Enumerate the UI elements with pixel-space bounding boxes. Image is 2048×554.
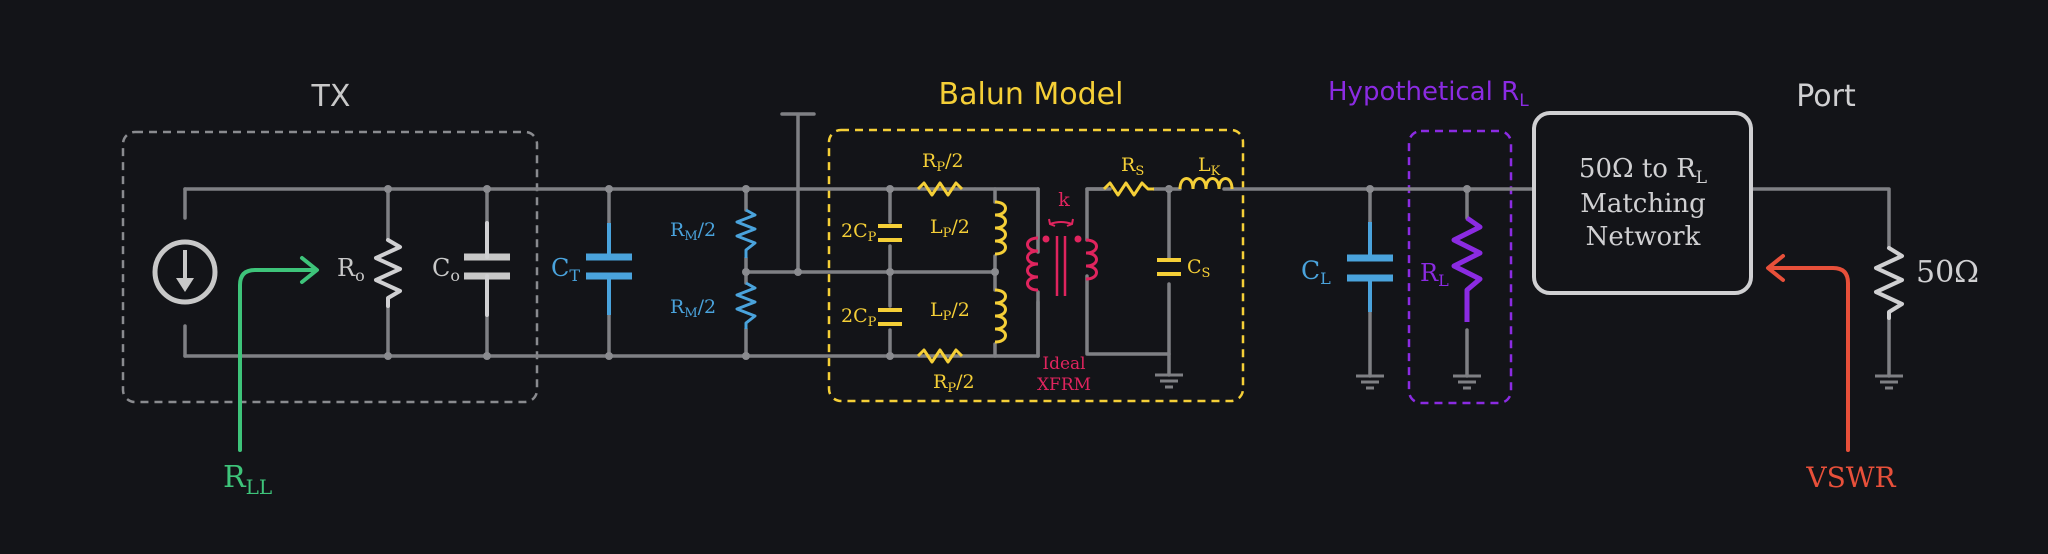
resistor-rm-top [735,208,757,258]
xfrm-label-1: Ideal [1042,354,1085,374]
ct-label: CT [551,254,580,285]
cs-label: CS [1187,256,1210,281]
resistor-ro [374,238,402,308]
port-title: Port [1796,79,1856,114]
50ohm-label: 50Ω [1916,255,1979,290]
2cp-top-label: 2CP [841,220,877,245]
matching-line-3: Network [1586,222,1701,252]
lk-label: LK [1198,154,1221,179]
lp-top-label: LP/2 [930,216,970,241]
cl-label: CL [1301,256,1331,288]
lp-bottom-label: LP/2 [930,299,970,324]
inductor-lp-top [994,200,1007,256]
tx-title: TX [311,79,351,114]
inductor-lp-bottom [994,288,1007,344]
rp-top-label: RP/2 [922,150,964,175]
resistor-rl [1451,193,1483,370]
rp-bottom-label: RP/2 [933,371,975,396]
rll-arrow [238,256,319,452]
rm-bottom-label: RM/2 [670,296,716,321]
ground-symbol-cs [1155,373,1183,389]
resistor-rs [1102,181,1154,197]
capacitor-cl [1347,222,1393,312]
ground-symbol-rl [1453,374,1481,390]
balun-box [827,128,1245,403]
ro-label: Ro [337,254,365,285]
capacitor-co [464,221,510,317]
ideal-transformer [1026,218,1098,296]
rl-label: RL [1420,259,1449,290]
2cp-bottom-label: 2CP [841,305,877,330]
hypothetical-rl-title: Hypothetical RL [1328,77,1529,111]
ground-symbol-50ohm [1875,374,1903,390]
co-label: Co [432,254,460,285]
capacitor-cs [1157,258,1181,276]
vswr-arrow [1766,254,1850,452]
matching-line-2: Matching [1580,189,1706,219]
tx-box [121,130,539,404]
current-source [152,239,218,305]
ground-symbol-cl [1356,374,1384,390]
rm-top-label: RM/2 [670,219,716,244]
capacitor-2cp-top [878,224,902,242]
rll-label: RLL [223,460,272,499]
k-label: k [1058,189,1070,211]
capacitor-ct [586,223,632,315]
matching-network-box [1532,111,1753,295]
vswr-label: VSWR [1805,461,1896,494]
resistor-rp-top [916,181,964,197]
resistor-rm-bottom [735,281,757,329]
rs-label: RS [1121,154,1144,179]
capacitor-2cp-bottom [878,308,902,326]
xfrm-label-2: XFRM [1037,375,1091,395]
resistor-50ohm [1874,246,1904,320]
balun-title: Balun Model [939,77,1124,112]
matching-line-1: 50Ω to RL [1579,154,1707,188]
inductor-lk [1178,177,1234,190]
resistor-rp-bottom [916,348,964,364]
